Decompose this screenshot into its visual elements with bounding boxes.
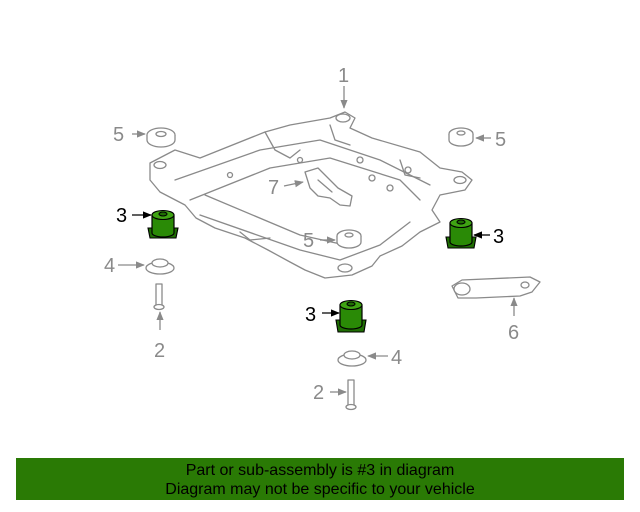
callout-2-bottom: 2 (313, 382, 324, 404)
insulator-topleft (146, 127, 176, 148)
bolt-left (153, 283, 165, 311)
link-arm-part-6 (451, 276, 541, 299)
bolt-bottom (345, 379, 357, 411)
callout-4-left: 4 (104, 255, 115, 277)
banner-line-2: Diagram may not be specific to your vehi… (165, 481, 475, 498)
lower-insulator-left (145, 258, 175, 275)
callout-7: 7 (268, 177, 279, 199)
callout-3-right: 3 (493, 226, 504, 248)
insulator-center (336, 229, 362, 249)
callout-4-bottom: 4 (391, 347, 402, 369)
callout-5-center: 5 (303, 230, 314, 252)
callout-1: 1 (338, 65, 349, 87)
subframe-part (149, 111, 473, 279)
lower-insulator-bottom (337, 350, 367, 367)
mount-bushing-bottom[interactable] (335, 299, 367, 333)
callout-2-left: 2 (154, 340, 165, 362)
callout-3-left: 3 (116, 205, 127, 227)
mount-bushing-left[interactable] (147, 209, 179, 239)
insulator-topright (448, 127, 474, 147)
callout-6: 6 (508, 322, 519, 344)
callout-5-topright: 5 (495, 129, 506, 151)
callout-3-bottom: 3 (305, 304, 316, 326)
callout-5-topleft: 5 (113, 124, 124, 146)
banner-line-1: Part or sub-assembly is #3 in diagram (185, 462, 455, 479)
info-banner: Part or sub-assembly is #3 in diagram Di… (16, 458, 624, 500)
mount-bushing-right[interactable] (445, 217, 477, 249)
bracket-part-7 (304, 167, 353, 207)
leader-7 (283, 180, 304, 188)
